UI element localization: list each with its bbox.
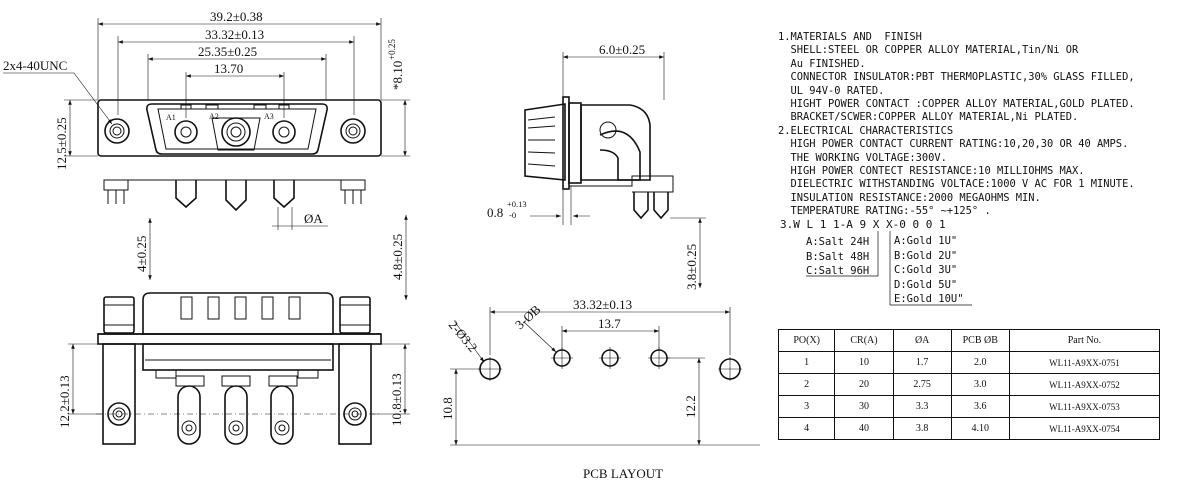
side-view: 6.0±0.25 0.8 +0.13 -0 3.8±0.25 <box>487 42 706 290</box>
note-line: CONNECTOR INSULATOR:PBT THERMOPLASTIC,30… <box>778 71 1135 84</box>
top-view: 39.2±0.38 33.32±0.13 25.35±0.25 13.70 2x… <box>3 9 410 300</box>
label-a1: A1 <box>166 113 176 122</box>
dim-front-height-right: 10.8±0.13 <box>389 373 404 426</box>
gold-c: C:Gold 3U" <box>894 264 958 276</box>
dim-height-left: 12.5±0.25 <box>54 117 69 170</box>
gold-b: B:Gold 2U" <box>894 249 958 262</box>
dim-dia-a: ØA <box>304 211 323 226</box>
pcb-hole-callout-2: 3-ØB <box>512 302 544 333</box>
table-cell: 3.6 <box>950 395 1010 418</box>
pcb-layout: 33.32±0.13 13.7 2-Ø3.2 3-ØB 10.8 12.2 <box>440 297 760 446</box>
part-code-string: 3.W L 1 1-A 9 X X-0 0 0 1 <box>780 218 946 231</box>
note-line: 1.MATERIALS AND FINISH <box>778 31 922 43</box>
note-line: UL 94V-0 RATED. <box>778 84 885 97</box>
table-cell: 4 <box>777 417 836 440</box>
note-line: HIGH POWER CONTECT RESISTANCE:10 MILLIOH… <box>778 165 1085 178</box>
table-cell: 20 <box>834 373 894 396</box>
dim-side-thickness-tol-dn: -0 <box>509 210 516 220</box>
gold-e: E:Gold 10U" <box>894 293 964 305</box>
table-header-row: PO(X) CR(A) ØA PCB ØB Part No. <box>777 329 1161 352</box>
pcb-dim-span: 13.7 <box>598 316 621 331</box>
gold-d: D:Gold 5U" <box>894 278 958 291</box>
dim-contact-span: 13.70 <box>214 61 243 76</box>
table-cell: 30 <box>834 395 894 418</box>
dim-side-thickness-tol-up: +0.13 <box>507 199 527 209</box>
table-cell: 3.3 <box>892 395 952 418</box>
table-cell: 1.7 <box>892 351 952 374</box>
front-view: 12.2±0.13 10.8±0.13 <box>57 292 410 445</box>
note-line: HIGHT POWER CONTACT :COPPER ALLOY MATERI… <box>778 98 1135 111</box>
note-line: HIGH POWER CONTACT CURRENT RATING:10,20,… <box>778 138 1129 151</box>
table-cell: 40 <box>834 417 894 440</box>
dim-side-height: 3.8±0.25 <box>684 244 699 290</box>
label-a3: A3 <box>264 112 274 121</box>
salt-c: C:Salt 96H <box>806 265 870 277</box>
col-cr: CR(A) <box>834 329 894 352</box>
dim-height-right: *8.10 <box>390 61 405 90</box>
mount-hole-left <box>104 118 130 144</box>
table-cell: 2.75 <box>892 373 952 396</box>
contact-a2 <box>221 117 251 147</box>
table-cell: WL11-A9XX-0751 <box>1008 351 1161 374</box>
dim-front-height-left: 12.2±0.13 <box>57 375 72 428</box>
table-cell: 3 <box>777 395 836 418</box>
table-cell: WL11-A9XX-0753 <box>1008 395 1161 418</box>
dim-pin-length-2: 4.8±0.25 <box>390 234 405 280</box>
gold-a: A:Gold 1U" <box>894 235 958 247</box>
contact-a1 <box>174 120 198 144</box>
pcb-layout-label: PCB LAYOUT <box>583 466 664 481</box>
salt-b: B:Salt 48H <box>806 250 870 263</box>
note-line: 2.ELECTRICAL CHARACTERISTICS <box>778 124 954 137</box>
note-line: BRACKET/SCWER:COPPER ALLOY MATERIAL,Ni P… <box>778 111 1079 124</box>
col-po: PO(X) <box>777 329 836 352</box>
table-cell: 3.8 <box>892 417 952 440</box>
dim-side-width: 6.0±0.25 <box>599 42 645 57</box>
col-part-no: Part No. <box>1008 329 1161 352</box>
contact-a3 <box>272 120 296 144</box>
dim-overall-width: 39.2±0.38 <box>210 9 263 24</box>
table-cell: 1 <box>777 351 836 374</box>
note-line: TEMPERATURE RATING:-55° ~+125° . <box>778 205 991 218</box>
thread-callout: 2x4-40UNC <box>3 58 67 73</box>
table-cell: WL11-A9XX-0754 <box>1008 417 1161 440</box>
dim-side-thickness: 0.8 <box>487 205 503 220</box>
note-line: SHELL:STEEL OR COPPER ALLOY MATERIAL,Tin… <box>778 44 1079 57</box>
note-line: Au FINISHED. <box>778 57 866 70</box>
table-cell: 2 <box>777 373 836 396</box>
part-code: 3.W L 1 1-A 9 X X-0 0 0 1 <box>780 218 946 231</box>
dim-height-right-tol: +0.25 <box>387 39 397 60</box>
gold-options: A:Gold 1U" B:Gold 2U" C:Gold 3U" D:Gold … <box>894 234 964 307</box>
note-line: DIELECTRIC WITHSTANDING VOLTACE:1000 V A… <box>778 178 1135 191</box>
table-cell: 2.0 <box>950 351 1010 374</box>
spec-notes: 1.MATERIALS AND FINISH SHELL:STEEL OR CO… <box>778 31 1183 219</box>
dim-mount-spacing: 33.32±0.13 <box>205 27 264 42</box>
mount-hole-right <box>340 118 366 144</box>
pcb-dim-left: 10.8 <box>440 397 455 420</box>
table-cell: 4.10 <box>950 417 1010 440</box>
salt-options: A:Salt 24H B:Salt 48H C:Salt 96H <box>806 235 869 279</box>
pcb-hole-callout-1: 2-Ø3.2 <box>446 317 481 355</box>
note-line: INSULATION RESISTANCE:2000 MEGAOHMS MIN. <box>778 191 1041 204</box>
table-cell: 3.0 <box>950 373 1010 396</box>
pcb-dim-spacing: 33.32±0.13 <box>573 297 632 312</box>
note-line: THE WORKING VOLTAGE:300V. <box>778 151 947 164</box>
dim-shell-width: 25.35±0.25 <box>198 44 257 59</box>
table-cell: 10 <box>834 351 894 374</box>
label-a2: A2 <box>209 112 219 121</box>
salt-a: A:Salt 24H <box>806 236 870 248</box>
table-cell: WL11-A9XX-0752 <box>1008 373 1161 396</box>
col-pcb-dia-b: PCB ØB <box>950 329 1010 352</box>
pcb-dim-right: 12.2 <box>683 395 698 418</box>
col-dia-a: ØA <box>892 329 952 352</box>
dim-pin-length: 4±0.25 <box>134 236 149 272</box>
